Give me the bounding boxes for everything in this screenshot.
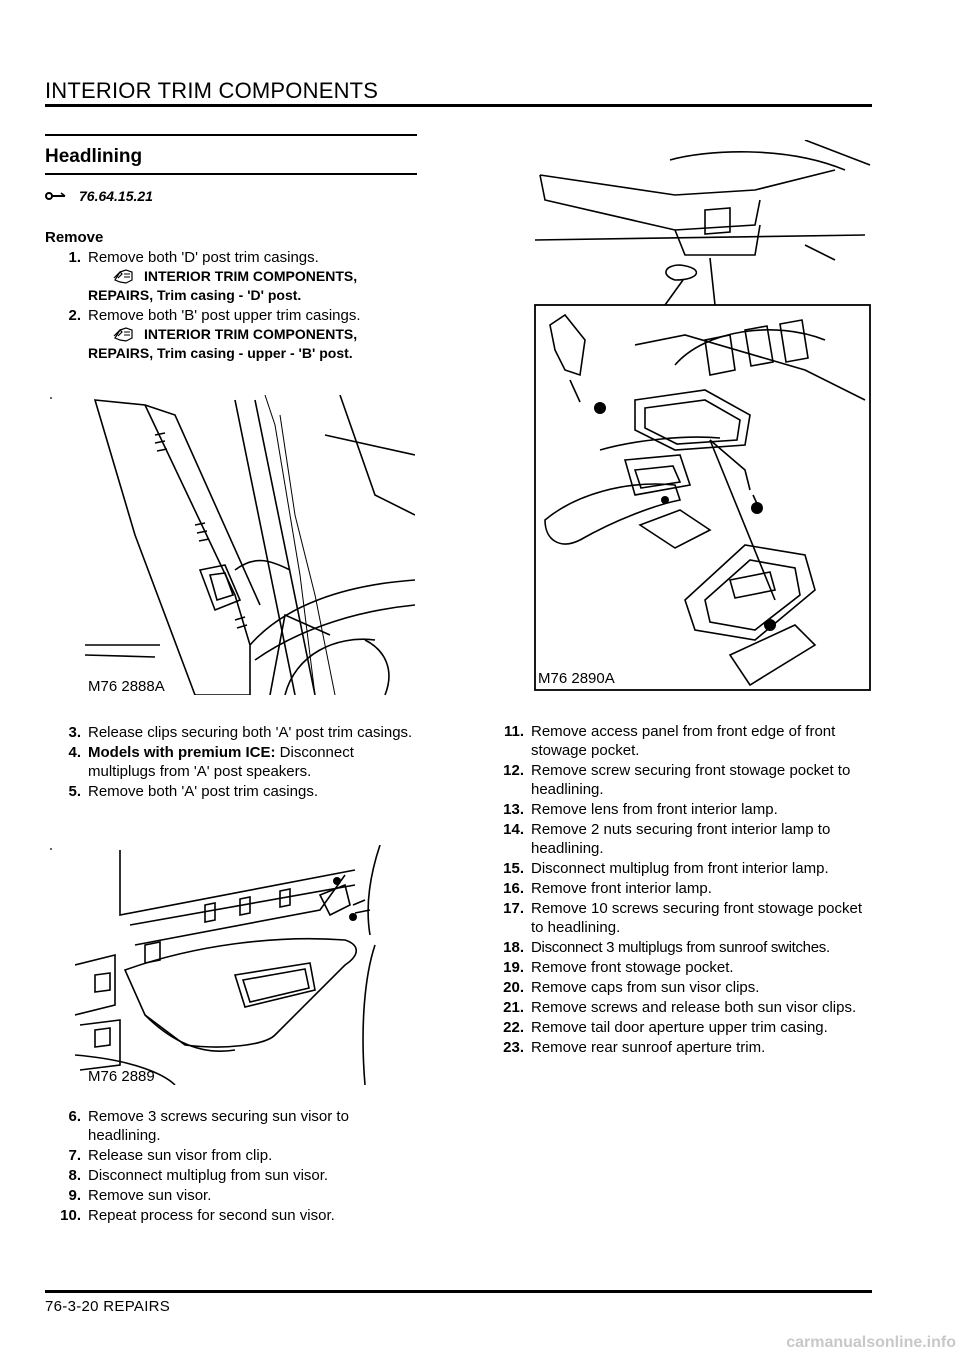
list-item: 3. Release clips securing both 'A' post … [68,724,413,741]
operation-code: 76.64.15.21 [79,188,153,204]
list-item: 1. Remove both 'D' post trim casings. IN… [45,248,417,305]
figure-mark [50,848,52,850]
figure-label: M76 2889 [88,1068,155,1085]
hand-pointer-icon [113,326,133,342]
header-rule [45,104,872,107]
cross-reference[interactable]: INTERIOR TRIM COMPONENTS, REPAIRS, Trim … [88,268,358,303]
list-item: 2. Remove both 'B' post upper trim casin… [45,306,417,363]
figure-b-post-trim [85,395,415,695]
list-item: 13.Remove lens from front interior lamp. [503,801,778,818]
list-item: 8.Disconnect multiplug from sun visor. [68,1167,329,1184]
steps-list-d: 11.Remove access panel from front edge o… [488,722,873,1058]
list-item: 11.Remove access panel from front edge o… [503,723,836,759]
figure-mark [50,397,52,399]
list-item: 12.Remove screw securing front stowage p… [503,762,851,798]
footer-rule [45,1290,872,1293]
hand-pointer-icon [113,268,133,284]
list-item: 4. Models with premium ICE: Disconnect m… [68,744,354,780]
watermark[interactable]: carmanualsonline.info [786,1334,956,1351]
figure-interior-lamp [534,140,871,691]
list-item: 10.Repeat process for second sun visor. [60,1207,335,1224]
steps-list-b: 3. Release clips securing both 'A' post … [45,723,417,802]
cross-reference[interactable]: INTERIOR TRIM COMPONENTS, REPAIRS, Trim … [88,326,358,361]
section-rule-bottom [45,173,417,175]
list-item: 5. Remove both 'A' post trim casings. [68,783,318,800]
figure-label: M76 2890A [538,670,615,687]
list-item: 18.Disconnect 3 multiplugs from sunroof … [503,939,830,956]
list-item: 17.Remove 10 screws securing front stowa… [503,900,862,936]
page-header-title: INTERIOR TRIM COMPONENTS [45,78,379,103]
operation-code-line: 76.64.15.21 [45,188,153,204]
spanner-arrow-icon [45,192,66,200]
list-item: 19.Remove front stowage pocket. [503,959,734,976]
list-item: 20.Remove caps from sun visor clips. [503,979,760,996]
list-item: 9.Remove sun visor. [68,1187,212,1204]
list-item: 22.Remove tail door aperture upper trim … [503,1019,828,1036]
page-footer: 76-3-20 REPAIRS [45,1298,171,1315]
list-item: 15.Disconnect multiplug from front inter… [503,860,829,877]
section-rule-top [45,134,417,136]
list-item: 21.Remove screws and release both sun vi… [503,999,857,1016]
section-title: Headlining [45,146,143,167]
steps-list-a: 1. Remove both 'D' post trim casings. IN… [45,248,417,364]
list-item: 7.Release sun visor from clip. [68,1147,273,1164]
list-item: 6.Remove 3 screws securing sun visor to … [68,1108,349,1144]
list-item: 23.Remove rear sunroof aperture trim. [503,1039,766,1056]
list-item: 16.Remove front interior lamp. [503,880,712,897]
remove-heading: Remove [45,229,104,246]
figure-sun-visor [75,845,381,1085]
steps-list-c: 6.Remove 3 screws securing sun visor to … [45,1107,417,1226]
figure-label: M76 2888A [88,678,165,695]
list-item: 14.Remove 2 nuts securing front interior… [503,821,831,857]
